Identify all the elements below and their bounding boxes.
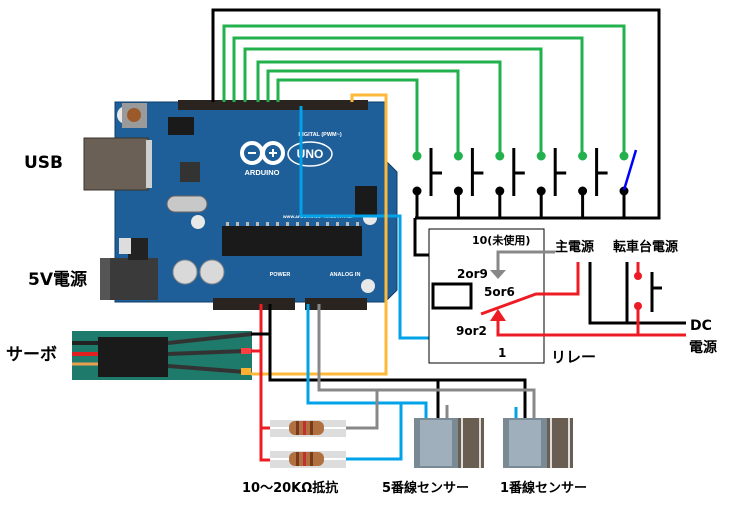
switch-top-terminal xyxy=(536,151,546,161)
wire-pin10 xyxy=(256,60,502,156)
servo xyxy=(72,331,253,380)
icsp-header xyxy=(355,186,377,216)
arduino-logo xyxy=(240,141,333,167)
label-dc-power: 電源 xyxy=(689,339,717,356)
wire-pin13 xyxy=(222,24,626,156)
switch-top-terminal xyxy=(495,151,505,161)
model-label: UNO xyxy=(297,147,324,161)
wire-pin11 xyxy=(243,47,543,156)
wire-pin8 xyxy=(276,78,419,156)
digital-header xyxy=(178,100,368,110)
switch-top-terminal xyxy=(619,151,629,161)
label-5v-power: 5V電源 xyxy=(28,269,87,290)
relay-contact xyxy=(480,262,580,316)
atmega-chip xyxy=(222,226,362,256)
capacitor xyxy=(199,259,225,285)
arrow-icon xyxy=(490,270,506,279)
label-turntable-power: 転車台電源 xyxy=(613,239,678,255)
analog-header xyxy=(305,298,367,310)
relay-coil xyxy=(431,282,473,310)
wire-gnd-bottom xyxy=(268,304,527,418)
usb-chip xyxy=(180,162,200,182)
label-dc: DC xyxy=(690,318,712,334)
label-main-power: 主電源 xyxy=(555,239,594,255)
switch-top-terminal xyxy=(412,151,422,161)
arrow-icon xyxy=(490,309,506,321)
wire-dc-power xyxy=(496,321,686,337)
wire-servo-signal xyxy=(251,93,388,376)
power-switch xyxy=(588,262,686,335)
wire-gnd-top xyxy=(211,8,661,220)
label-sensor5: 5番線センサー xyxy=(382,480,469,496)
switch-lever-closed xyxy=(622,149,638,191)
sensor-track-1 xyxy=(503,418,573,468)
power-header-label: POWER xyxy=(270,272,291,278)
relay xyxy=(428,228,686,364)
wire-dc xyxy=(588,262,686,325)
arduino-board: UNO ARDUINO DIGITAL (PWM~) WWW.ARDUINO.C… xyxy=(83,100,398,310)
wire-pin9 xyxy=(266,69,460,156)
switch-array xyxy=(412,148,638,218)
label-relay: リレー xyxy=(551,348,596,366)
usb-connector xyxy=(83,137,149,191)
mounting-hole xyxy=(361,279,375,293)
relay-pin-2or9: 2or9 xyxy=(457,267,488,281)
wire-pin12 xyxy=(232,36,584,156)
label-sensor1: 1番線センサー xyxy=(500,480,587,496)
relay-pin-9or2: 9or2 xyxy=(456,324,487,338)
crystal xyxy=(166,195,208,213)
label-resistor: 10～20KΩ抵抗 xyxy=(242,480,338,496)
capacitor xyxy=(172,259,198,285)
mounting-hole xyxy=(191,215,205,229)
power-header xyxy=(213,298,295,310)
sensor-track-5 xyxy=(414,418,484,468)
label-usb: USB xyxy=(24,153,63,173)
label-servo: サーボ xyxy=(6,345,57,365)
switch-top-terminal xyxy=(578,151,588,161)
servo-body xyxy=(98,337,168,377)
wire-main-power-nc xyxy=(496,250,555,270)
brand-label: ARDUINO xyxy=(245,168,280,177)
analog-header-label: ANALOG IN xyxy=(330,272,361,278)
wire-a0 xyxy=(306,304,428,418)
switch-top-terminal xyxy=(453,151,463,161)
terminal-dot xyxy=(634,272,642,280)
icsp-header xyxy=(168,117,194,135)
regulator xyxy=(128,238,148,260)
wire-a1 xyxy=(317,304,536,418)
wire-5v xyxy=(259,304,270,462)
resistor xyxy=(270,420,346,437)
relay-pin-10: 10(未使用) xyxy=(472,233,530,247)
relay-pin-5or6: 5or6 xyxy=(484,285,515,299)
resistor xyxy=(270,451,346,468)
relay-pin-1: 1 xyxy=(498,346,506,360)
digital-header-label: DIGITAL (PWM~) xyxy=(298,132,342,138)
